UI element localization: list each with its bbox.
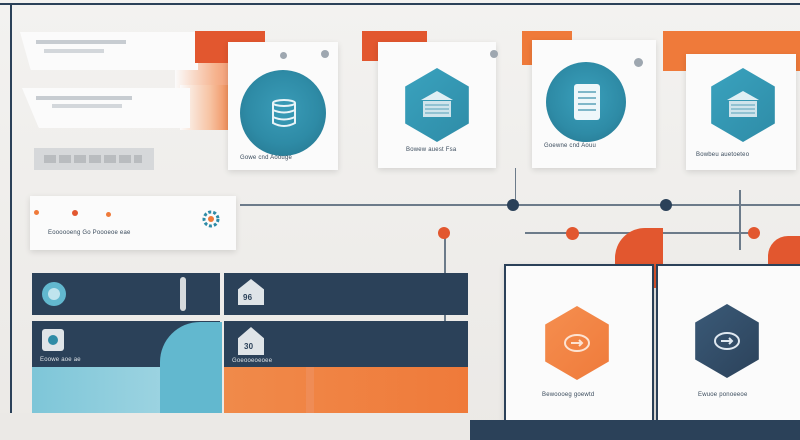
card-label: Gowe cnd Aoouge [240,155,293,161]
node-dot [660,199,672,211]
card-label: Bowbeu auetoeteo [696,152,750,158]
pin-dot [634,58,643,67]
banner-2 [22,88,190,128]
teal-curve [160,322,222,413]
server-box-icon [421,91,453,117]
orange-block [224,367,468,413]
node-dot [507,199,519,211]
orange-notch [306,367,314,413]
node-dot [438,227,450,239]
node-dot [748,227,760,239]
connector-v2 [739,190,741,250]
icon-hexagon [545,306,609,380]
info-box: Eoooooeng Go Poooeoe eae [30,196,236,250]
panel-1: Bewoooeg goewtd [504,264,654,424]
floor [0,413,470,440]
pin-dot [280,52,287,59]
bar-handle [180,277,186,311]
top-rule [0,3,800,5]
cloud-sync-icon [564,334,590,352]
pin-dot [490,50,498,58]
bar-1-left [32,273,220,315]
bullet-dot [72,210,78,216]
disk-icon [42,329,64,351]
left-rule [10,5,12,440]
database-icon [574,84,600,120]
card-label: Goewne cnd Aouu [544,143,597,149]
icon-hexagon [405,68,469,142]
icon-hexagon [695,304,759,378]
card-label: Bowew auest Fsa [406,147,457,153]
cloud-sync-icon [714,332,740,350]
banner-1 [20,32,198,70]
gear-icon [202,210,220,228]
bullet-dot [106,212,111,217]
bar-caption-2: Goeooeoeoee [232,358,273,364]
pin-dot [321,50,329,58]
icon-hexagon [711,68,775,142]
bar-2-right: 30 Goeooeoeoee [224,321,468,367]
badge-30: 30 [238,327,264,355]
node-dot [566,227,579,240]
bar-caption: Eoowe aoe ae [40,357,81,363]
key-strip [34,148,154,170]
database-icon [272,99,296,127]
service-card-1: Gowe cnd Aoouge [228,42,338,170]
bar-1-right: 96 [224,273,468,315]
icon-circle [240,70,326,156]
connector-line-main [240,204,800,206]
bottom-shelf [470,420,800,440]
badge-96: 96 [238,279,264,305]
panel-label: Ewuoe ponoeeoe [698,392,748,398]
panel-label: Bewoooeg goewtd [542,392,595,398]
icon-circle [546,62,626,142]
bullet-dot [34,210,39,215]
panel-2: Ewuoe ponoeeoe [656,264,800,424]
disk-icon [42,282,66,306]
service-card-3: Goewne cnd Aouu [532,40,656,168]
service-card-2: Bowew auest Fsa [378,42,498,168]
server-box-icon [727,91,759,117]
info-label: Eoooooeng Go Poooeoe eae [48,230,131,236]
service-card-4: Bowbeu auetoeteo [686,54,796,170]
connector-v1 [515,168,516,208]
